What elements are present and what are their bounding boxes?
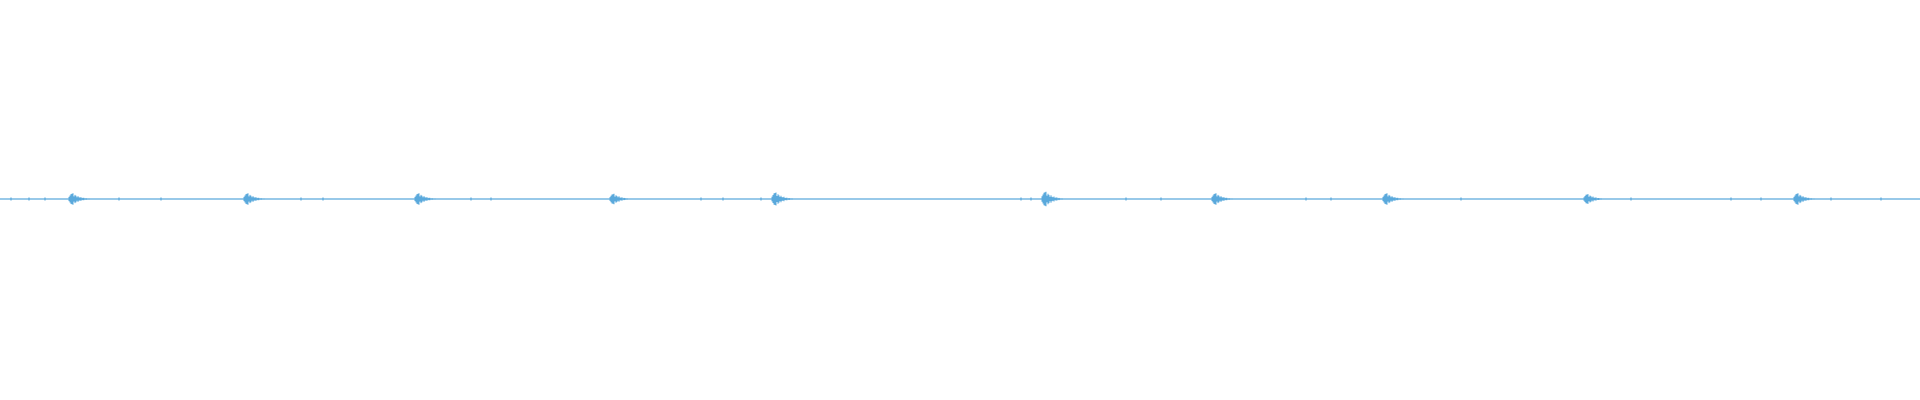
waveform-noise-tick [700, 197, 702, 201]
waveform-noise-tick [1020, 197, 1022, 201]
waveform-noise-tick [118, 197, 120, 201]
waveform-noise-tick [1030, 197, 1032, 201]
waveform-noise-tick [28, 197, 30, 201]
waveform-noise-tick [1125, 197, 1127, 201]
waveform-noise-tick [1880, 197, 1882, 201]
waveform-noise-tick [1305, 197, 1307, 201]
waveform-noise-tick [490, 197, 492, 201]
waveform-noise-tick [1460, 197, 1462, 201]
waveform-noise-tick [1630, 197, 1632, 201]
waveform-noise-tick [44, 197, 46, 201]
waveform-transient [414, 193, 436, 205]
waveform-transient [1583, 194, 1602, 204]
waveform-noise-tick [1830, 197, 1832, 201]
waveform-transient [243, 193, 265, 205]
waveform-noise-tick [1330, 197, 1332, 201]
waveform-transient [1382, 193, 1404, 205]
waveform-transient [1211, 193, 1233, 205]
waveform-noise-tick [760, 197, 762, 201]
waveform-transients [68, 191, 1815, 207]
waveform-noise-tick [300, 197, 302, 201]
waveform-noise-tick [1160, 197, 1162, 201]
waveform-noise-tick [322, 197, 324, 201]
waveform-transient [609, 193, 628, 205]
waveform-noise-tick [1730, 197, 1732, 201]
waveform-transient [1793, 193, 1815, 205]
waveform-transient [771, 192, 793, 206]
waveform-noise-tick [10, 197, 12, 201]
waveform-noise [10, 197, 1882, 201]
waveform-transient [68, 193, 90, 205]
waveform-noise-tick [470, 197, 472, 201]
waveform-noise-tick [1760, 197, 1762, 201]
waveform-transient [1041, 191, 1063, 207]
waveform-noise-tick [160, 197, 162, 201]
waveform-noise-tick [722, 197, 724, 201]
